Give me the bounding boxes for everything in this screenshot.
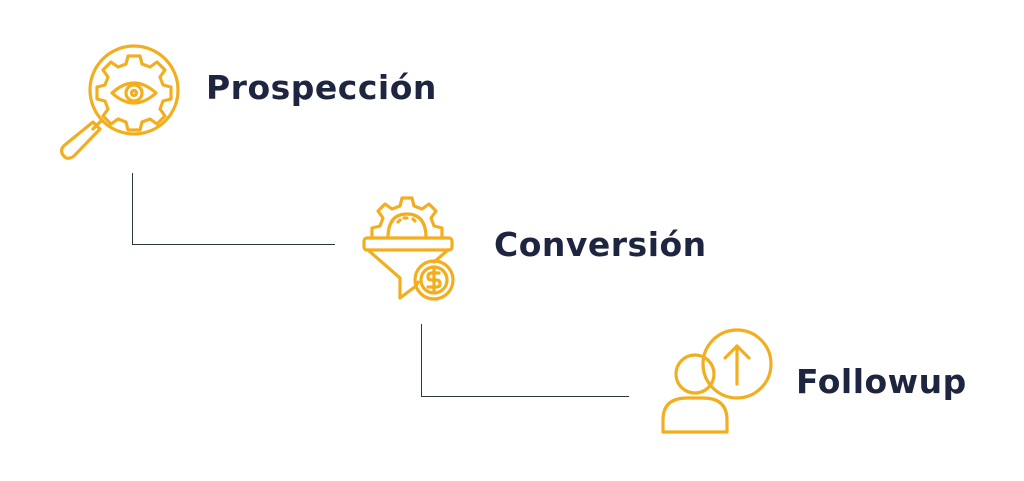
gear-eye-magnifier-icon bbox=[56, 40, 184, 164]
gear-funnel-dollar-icon bbox=[360, 186, 466, 308]
user-arrow-up-icon bbox=[657, 326, 775, 438]
connector-line bbox=[421, 324, 629, 397]
connector-line bbox=[132, 173, 335, 245]
step-label-conversion: Conversión bbox=[494, 225, 707, 264]
step-label-followup: Followup bbox=[796, 362, 967, 401]
step-label-prospeccion: Prospección bbox=[206, 68, 437, 107]
